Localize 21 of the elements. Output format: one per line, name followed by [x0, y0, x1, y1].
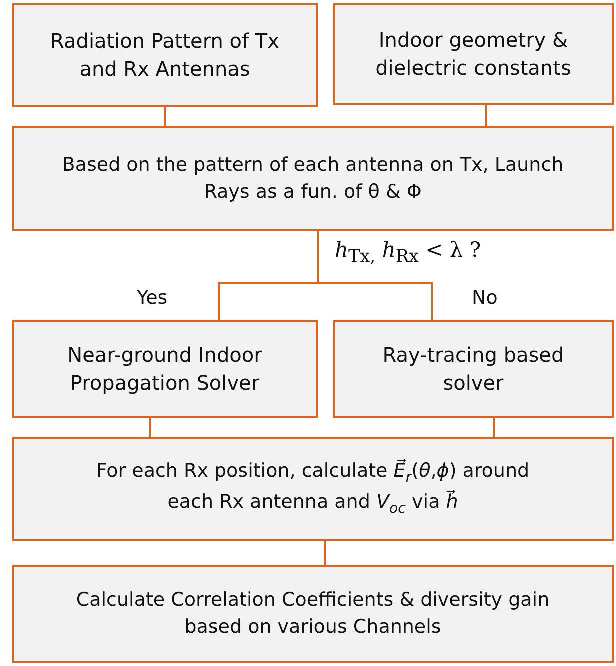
box-text: For each Rx position, calculate E⃗$_{r}$(θ,ϕ) around each Rx antenna and V$_{oc}$ via h⃗ — [95, 458, 531, 519]
box-text: Calculate Correlation Coefficients & diversity gain based on various Channels — [75, 588, 551, 640]
connector-line — [149, 418, 151, 437]
box-text: Radiation Pattern of Tx and Rx Antennas — [50, 28, 280, 83]
box-text: Based on the pattern of each antenna on Tx, Launch Rays as a fun. of θ & Φ — [61, 152, 565, 204]
process-box — [333, 320, 614, 418]
box-text: Ray-tracing based solver — [382, 342, 566, 397]
process-box — [12, 437, 614, 541]
process-box — [333, 3, 614, 105]
condition-label: h$_{Tx,}$ h$_{Rx}$ < λ ? — [335, 238, 482, 268]
connector-line — [485, 105, 487, 126]
connector-line — [317, 231, 433, 320]
connector-line — [164, 107, 166, 126]
box-text: Indoor geometry & dielectric constants — [374, 27, 572, 82]
process-box — [12, 565, 614, 663]
process-box — [12, 3, 318, 107]
process-box — [12, 126, 614, 231]
process-box — [12, 320, 318, 418]
connector-line — [493, 418, 495, 437]
box-text: Near-ground Indoor Propagation Solver — [66, 342, 264, 397]
connector-line — [324, 541, 326, 565]
